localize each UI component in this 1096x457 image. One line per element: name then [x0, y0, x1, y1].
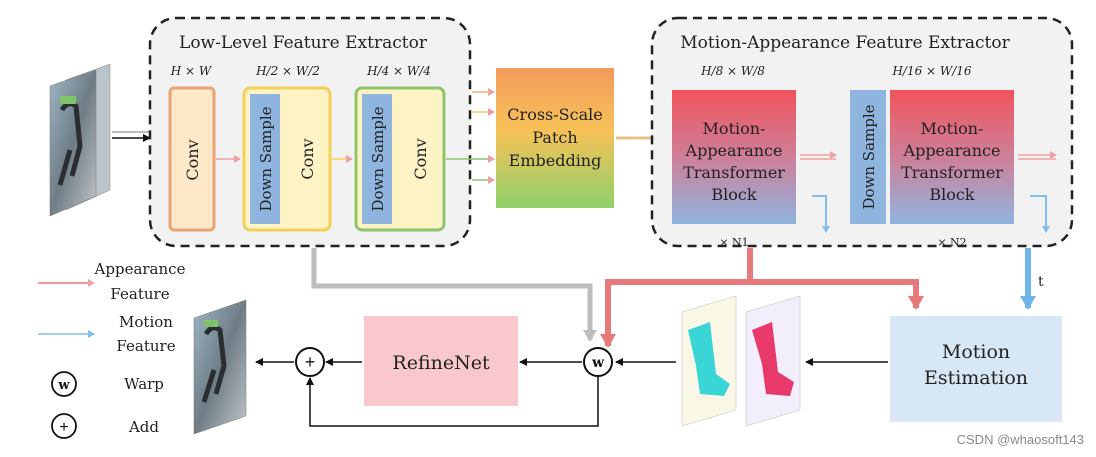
appearance-feature-arrows	[600, 248, 924, 348]
arrows-matb1-to-matb2	[800, 151, 837, 233]
motion-appearance-title: Motion-Appearance Feature Extractor	[680, 33, 1010, 53]
conv-label-1: Conv	[183, 139, 202, 180]
matb2-line3: Transformer	[901, 163, 1003, 182]
matb1-line3: Transformer	[683, 163, 785, 182]
refinenet-label: RefineNet	[392, 352, 490, 374]
low-level-skip-arrow	[311, 248, 597, 342]
motion-estimation-line2: Estimation	[924, 367, 1028, 389]
matb2-line2: Appearance	[903, 141, 1001, 160]
down-sample-2	[250, 94, 280, 224]
arrows-to-cross-scale	[446, 88, 495, 184]
warp-node-symbol: w	[591, 355, 605, 371]
matb1-line1: Motion-	[703, 119, 766, 138]
cross-scale-line1: Cross-Scale	[507, 105, 602, 124]
arrows-matb2-out	[1018, 151, 1057, 233]
res-label-3: H/4 × W/4	[366, 64, 431, 78]
down-sample-3	[362, 94, 392, 224]
legend-warp-label: Warp	[124, 375, 164, 393]
legend-appearance-line2: Feature	[110, 285, 169, 303]
legend-add-icon	[51, 413, 77, 439]
legend-motion-line2: Feature	[116, 337, 175, 355]
add-node-symbol: +	[305, 352, 316, 372]
legend-add-symbol: +	[59, 419, 68, 436]
residual-arrow	[306, 376, 599, 427]
motion-estimation-box	[890, 316, 1062, 422]
legend-warp-icon	[51, 371, 77, 397]
flow-maps	[681, 295, 801, 427]
output-frame	[193, 299, 247, 435]
legend-warp-symbol: w	[57, 378, 70, 393]
refinenet-box	[364, 316, 518, 406]
cross-scale-line2: Patch	[532, 128, 577, 147]
matb1-line2: Appearance	[685, 141, 783, 160]
input-frames	[49, 63, 111, 217]
n2-label: × N2	[937, 236, 966, 249]
legend-add-label: Add	[128, 418, 159, 436]
transformer-block-2	[890, 90, 1014, 224]
res-label-1: H × W	[170, 64, 213, 78]
res-label-4: H/8 × W/8	[700, 64, 765, 78]
cross-scale-patch-embedding	[496, 68, 614, 208]
legend-appearance-line1: Appearance	[94, 260, 186, 278]
conv-label-2: Conv	[298, 138, 317, 179]
motion-estimation-line1: Motion	[942, 341, 1010, 363]
down-sample-label-2: Down Sample	[257, 106, 275, 211]
conv-label-3: Conv	[411, 138, 430, 179]
watermark: CSDN @whaosoft143	[957, 432, 1084, 447]
legend: Appearance Feature Motion Feature w Warp…	[38, 260, 186, 439]
n1-label: × N1	[719, 236, 748, 249]
legend-motion-line1: Motion	[119, 313, 173, 331]
transformer-block-1	[672, 90, 796, 224]
matb1-line4: Block	[711, 185, 756, 204]
conv-block-1	[168, 86, 216, 232]
res-label-2: H/2 × W/2	[255, 64, 320, 78]
down-sample-label-3: Down Sample	[369, 106, 387, 211]
down-sample-label-4: Down Sample	[860, 104, 878, 209]
res-label-5: H/16 × W/16	[891, 64, 971, 78]
add-node	[295, 347, 325, 377]
down-sample-4	[850, 90, 886, 224]
t-label: t	[1038, 274, 1044, 290]
low-level-title: Low-Level Feature Extractor	[179, 33, 428, 53]
matb2-line1: Motion-	[921, 119, 984, 138]
matb2-line4: Block	[929, 185, 974, 204]
cross-scale-line3: Embedding	[509, 151, 602, 170]
